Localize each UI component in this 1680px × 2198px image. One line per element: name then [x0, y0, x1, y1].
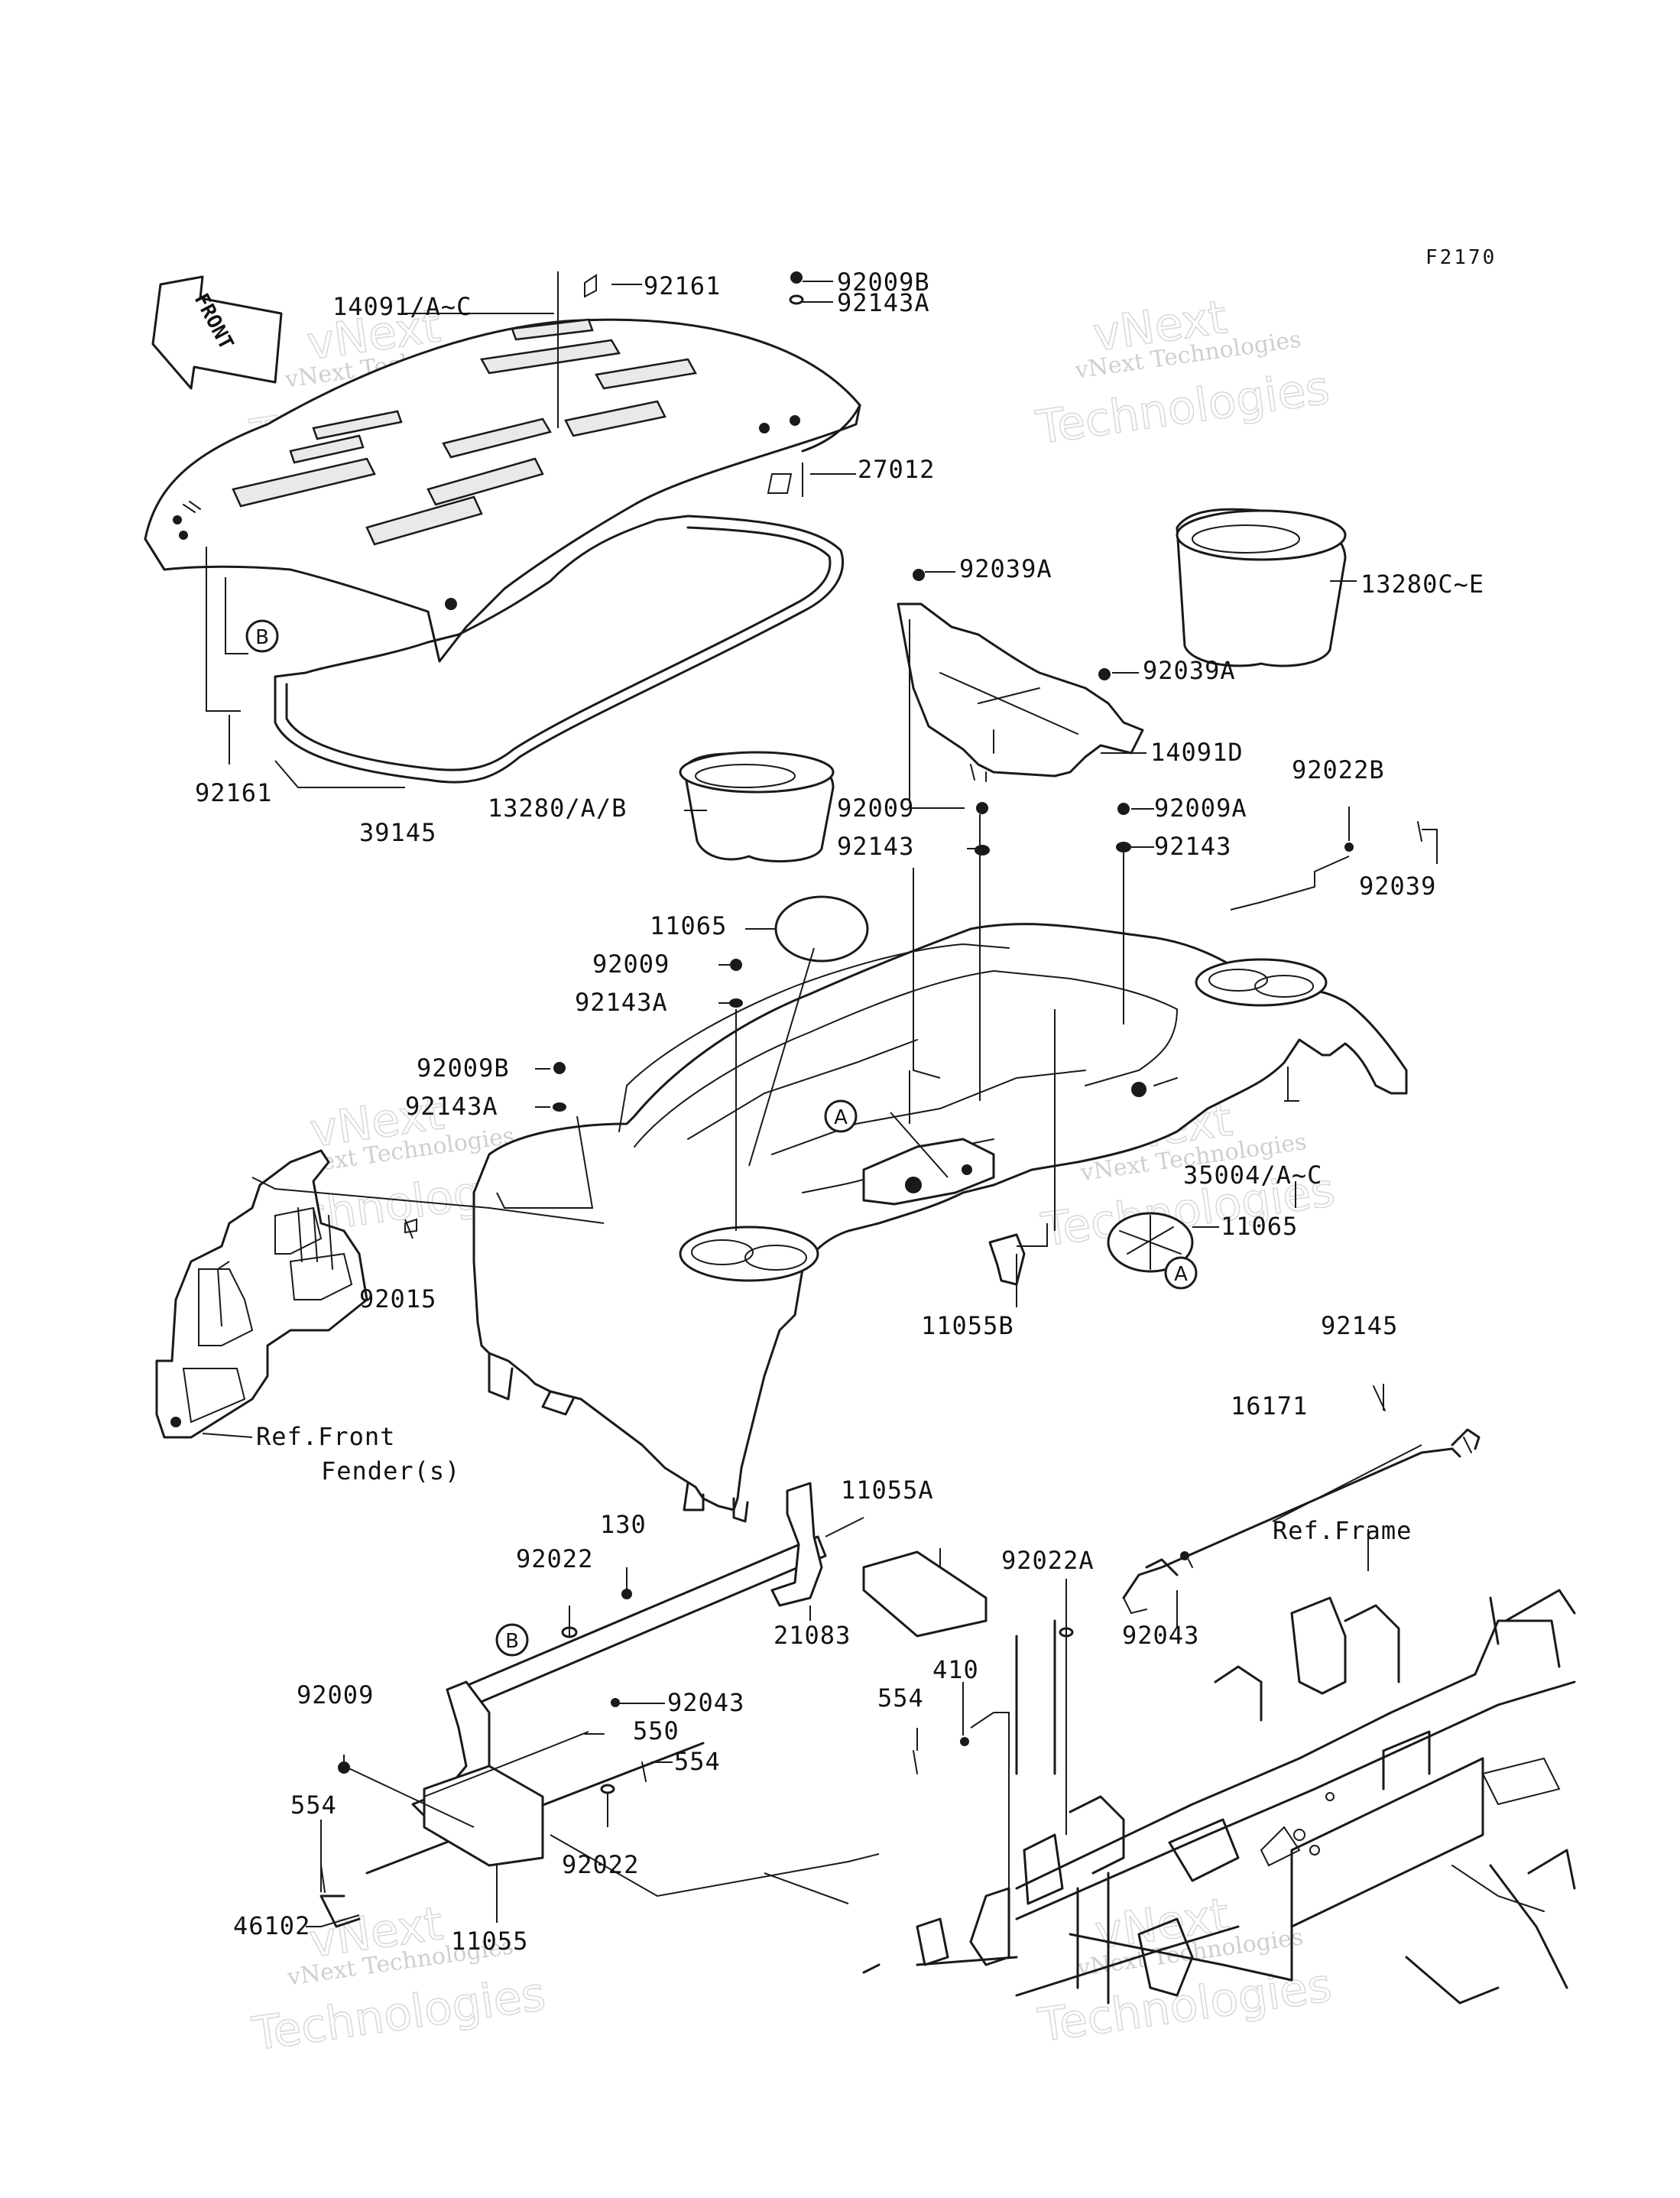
label-92009-2: 92009 — [592, 950, 670, 979]
label-92009b-2: 92009B — [417, 1054, 510, 1083]
front-fender-ref — [155, 1149, 368, 1439]
callout-b-bottom: B — [495, 1623, 529, 1657]
ref-labels: Ref.Front Fender(s) Ref.Frame — [256, 1422, 1412, 1545]
roof-panel — [144, 318, 861, 663]
label-13280c-e: 13280C~E — [1361, 570, 1484, 599]
label-92043-1: 92043 — [1122, 1621, 1199, 1650]
label-92143a-top: 92143A — [837, 288, 930, 317]
part-labels: 14091/A~C 92161 92009B 92143A 27012 9203… — [195, 268, 1484, 1956]
label-11065-mid: 11065 — [1221, 1212, 1298, 1241]
svg-text:A: A — [1174, 1263, 1188, 1286]
rod-16171 — [1122, 1428, 1481, 1615]
bracket-11055b — [988, 1233, 1026, 1286]
figure-code: F2170 — [1425, 246, 1497, 269]
label-550: 550 — [633, 1716, 679, 1745]
front-arrow-icon: FRONT — [151, 275, 283, 390]
label-554-3: 554 — [290, 1791, 337, 1820]
label-410: 410 — [932, 1655, 979, 1684]
label-92009-3: 92009 — [297, 1680, 374, 1709]
svg-text:A: A — [834, 1106, 848, 1129]
label-92161-left: 92161 — [195, 778, 272, 807]
label-11065-top: 11065 — [650, 911, 727, 940]
callout-a-mid: A — [824, 1099, 858, 1133]
watermark-bottom-right: vNext Technologies vNext Technologies — [1034, 1888, 1335, 2054]
label-130: 130 — [600, 1510, 647, 1539]
ref-frame: Ref.Frame — [1273, 1516, 1412, 1545]
cover-11065-upper — [774, 895, 869, 963]
cover-panel-14091d — [897, 602, 1144, 782]
label-554-2: 554 — [674, 1747, 721, 1776]
label-11055: 11055 — [451, 1927, 528, 1956]
label-92009a: 92009A — [1154, 794, 1247, 823]
bracket-11055a — [862, 1550, 988, 1638]
label-92143a-2: 92143A — [575, 988, 668, 1017]
label-92015: 92015 — [359, 1284, 436, 1313]
label-92161-top: 92161 — [644, 271, 721, 300]
label-92143a-3: 92143A — [405, 1092, 498, 1121]
callout-b-top: B — [245, 619, 279, 653]
label-92145: 92145 — [1321, 1311, 1398, 1340]
label-11055b: 11055B — [921, 1311, 1014, 1340]
label-39145: 39145 — [359, 818, 436, 847]
label-554-1: 554 — [877, 1683, 924, 1713]
label-11055a: 11055A — [841, 1476, 934, 1505]
label-92043-2: 92043 — [667, 1688, 744, 1717]
bracket-21083 — [770, 1482, 823, 1607]
watermark-top-right: vNext Technologies vNext Technologies — [1032, 290, 1333, 456]
cup-holder-13280ab — [679, 751, 835, 862]
label-14091-a-c: 14091/A~C — [332, 292, 472, 321]
bracket-11055 — [423, 1765, 544, 1867]
label-92009-1: 92009 — [837, 794, 914, 823]
ref-front-fender-line2: Fender(s) — [321, 1456, 460, 1485]
label-16171: 16171 — [1231, 1391, 1308, 1420]
label-92039a-2: 92039A — [1143, 656, 1236, 685]
grille-cover-11065 — [1107, 1212, 1194, 1273]
label-92022-2: 92022 — [562, 1850, 639, 1879]
leader-lines — [202, 271, 1438, 1927]
label-27012: 27012 — [858, 455, 935, 484]
label-92143-1: 92143 — [837, 832, 914, 861]
svg-text:B: B — [505, 1630, 519, 1653]
roof-seal — [274, 515, 845, 784]
label-35004: 35004/A~C — [1183, 1161, 1322, 1190]
svg-text:B: B — [255, 626, 269, 649]
label-92143-2: 92143 — [1154, 832, 1231, 861]
label-92009b-top: 92009B — [837, 268, 930, 297]
rear-body-35004 — [472, 923, 1408, 1523]
cup-holder-13280c — [1176, 508, 1347, 667]
label-13280-a-b: 13280/A/B — [488, 794, 627, 823]
label-92022a: 92022A — [1001, 1546, 1095, 1575]
frame-ref — [862, 1558, 1576, 2005]
label-14091d: 14091D — [1150, 738, 1244, 767]
label-92039a-1: 92039A — [959, 554, 1052, 583]
label-92022b: 92022B — [1292, 755, 1385, 784]
label-92022-1: 92022 — [516, 1544, 593, 1573]
label-21083: 21083 — [774, 1621, 851, 1650]
ref-front-fender-line1: Ref.Front — [256, 1422, 395, 1451]
label-92039: 92039 — [1359, 872, 1436, 901]
label-46102: 46102 — [233, 1911, 310, 1940]
callout-a-right: A — [1164, 1256, 1198, 1290]
